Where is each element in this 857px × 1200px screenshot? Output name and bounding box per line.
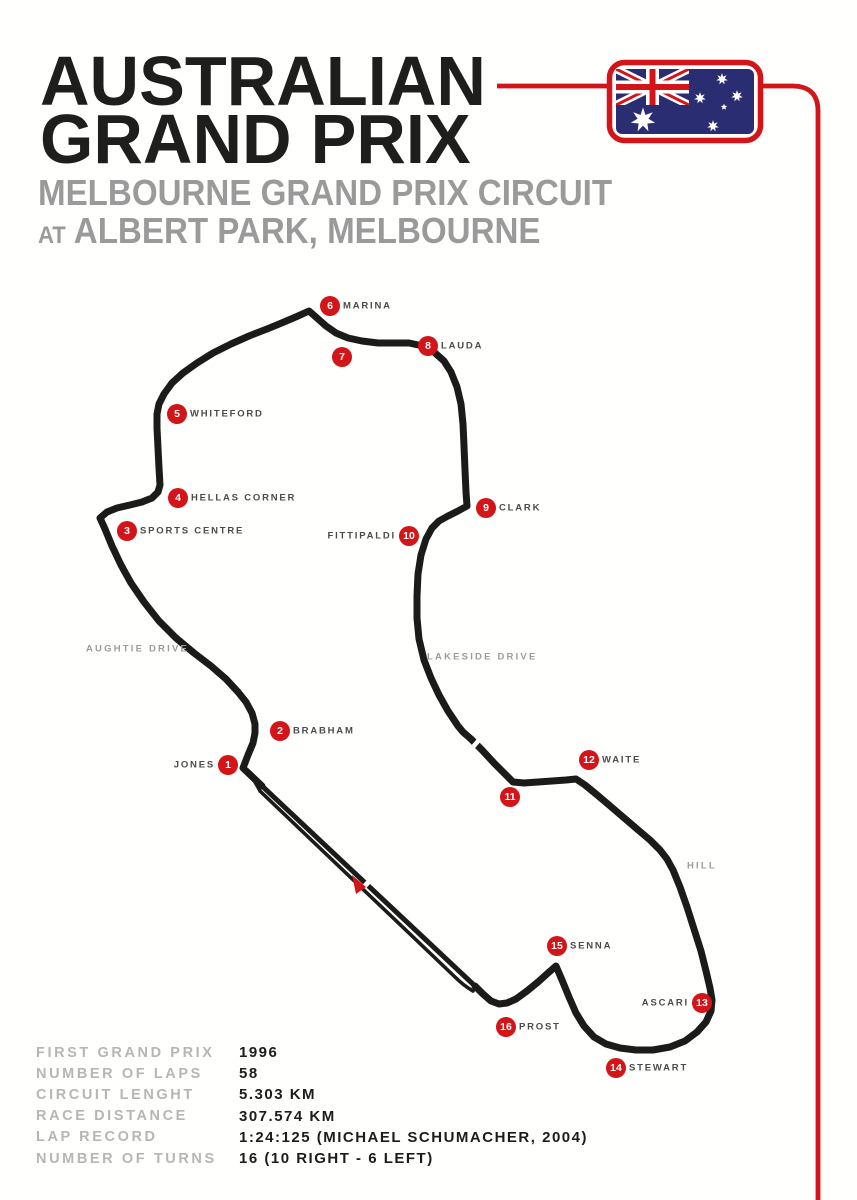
corner-number-badge: 11 — [500, 787, 520, 807]
southern-cross-star-icon — [707, 120, 719, 132]
road-label-aughtie-drive: AUGHTIE DRIVE — [86, 643, 190, 655]
stat-row-race-distance: RACE DISTANCE 307.574 KM — [36, 1106, 588, 1127]
southern-cross-small-star-icon — [720, 103, 728, 110]
corner-number-badge: 12 — [579, 750, 599, 770]
union-jack — [616, 69, 689, 105]
corner-number-badge: 16 — [496, 1017, 516, 1037]
stat-value: 307.574 KM — [239, 1107, 336, 1125]
corner-label: HELLAS CORNER — [191, 492, 297, 504]
red-frame-line — [497, 83, 821, 1200]
circuit-subtitle: MELBOURNE GRAND PRIX CIRCUIT — [38, 172, 613, 213]
stat-row-first-grand-prix: FIRST GRAND PRIX 1996 — [36, 1042, 588, 1063]
corner-label: FITTIPALDI — [327, 530, 396, 542]
start-finish-gap — [362, 877, 374, 888]
stat-label: NUMBER OF LAPS — [36, 1065, 203, 1082]
location-text: ALBERT PARK, MELBOURNE — [73, 210, 541, 251]
corner-number-badge: 3 — [117, 521, 137, 541]
southern-cross-star-icon — [731, 90, 743, 102]
corner-label: ASCARI — [641, 997, 689, 1009]
page-title: AUSTRALIAN GRAND PRIX — [40, 42, 486, 178]
stat-label: LAP RECORD — [36, 1129, 158, 1146]
track-outline — [96, 307, 716, 1054]
corner-label: JONES — [173, 759, 215, 771]
corner-label: SPORTS CENTRE — [140, 525, 245, 537]
road-label-lakeside-drive: LAKESIDE DRIVE — [427, 651, 538, 663]
corner-label: WHITEFORD — [190, 408, 264, 420]
title-line1: AUSTRALIAN — [40, 42, 486, 120]
title-line2: GRAND PRIX — [40, 100, 471, 178]
circuit-stats: FIRST GRAND PRIX 1996 NUMBER OF LAPS 58 … — [36, 1042, 588, 1169]
start-finish-straight — [243, 768, 477, 988]
stat-row-lap-record: LAP RECORD 1:24:125 (MICHAEL SCHUMACHER,… — [36, 1127, 588, 1148]
stat-row-circuit-length: CIRCUIT LENGHT 5.303 KM — [36, 1084, 588, 1105]
location-prefix: AT — [38, 222, 66, 249]
corner-number-badge: 6 — [320, 296, 340, 316]
corner-number-badge: 10 — [399, 526, 419, 546]
stat-value: 1:24:125 (MICHAEL SCHUMACHER, 2004) — [239, 1128, 588, 1146]
corner-label: LAUDA — [441, 340, 484, 352]
corner-number-badge: 13 — [692, 993, 712, 1013]
corner-number-badge: 2 — [270, 721, 290, 741]
corner-number-badge: 7 — [332, 347, 352, 367]
corner-label: SENNA — [570, 940, 613, 952]
location-subtitle: AT ALBERT PARK, MELBOURNE — [38, 213, 541, 254]
stat-label: FIRST GRAND PRIX — [36, 1044, 215, 1061]
stat-label: CIRCUIT LENGHT — [36, 1086, 195, 1103]
start-finish-marker — [352, 875, 366, 894]
corner-label: WAITE — [602, 754, 642, 766]
southern-cross-star-icon — [716, 73, 728, 85]
corner-label: CLARK — [499, 502, 542, 514]
stat-label: NUMBER OF TURNS — [36, 1150, 217, 1167]
stat-row-number-of-laps: NUMBER OF LAPS 58 — [36, 1063, 588, 1084]
corner-number-badge: 15 — [547, 936, 567, 956]
stat-value: 5.303 KM — [239, 1086, 317, 1104]
corner-label: BRABHAM — [293, 725, 355, 737]
corner-number-badge: 8 — [418, 336, 438, 356]
corner-number-badge: 4 — [168, 488, 188, 508]
southern-cross-star-icon — [694, 92, 706, 104]
stat-value: 1996 — [239, 1044, 279, 1062]
corner-number-badge: 5 — [167, 404, 187, 424]
road-label-hill: HILL — [687, 860, 717, 872]
australia-flag-icon — [606, 59, 764, 144]
stat-row-number-of-turns: NUMBER OF TURNS 16 (10 RIGHT - 6 LEFT) — [36, 1148, 588, 1169]
sector-gap-1 — [269, 330, 277, 342]
corner-label: STEWART — [629, 1062, 689, 1074]
stat-label: RACE DISTANCE — [36, 1108, 188, 1125]
corner-label: MARINA — [343, 300, 392, 312]
corner-number-badge: 14 — [606, 1058, 626, 1078]
sector-gap-2 — [471, 738, 481, 749]
corner-number-badge: 9 — [476, 498, 496, 518]
corner-number-badge: 1 — [218, 755, 238, 775]
corner-label: PROST — [519, 1021, 561, 1033]
commonwealth-star-icon — [630, 107, 656, 132]
stat-value: 58 — [239, 1065, 259, 1083]
stat-value: 16 (10 RIGHT - 6 LEFT) — [239, 1150, 434, 1168]
